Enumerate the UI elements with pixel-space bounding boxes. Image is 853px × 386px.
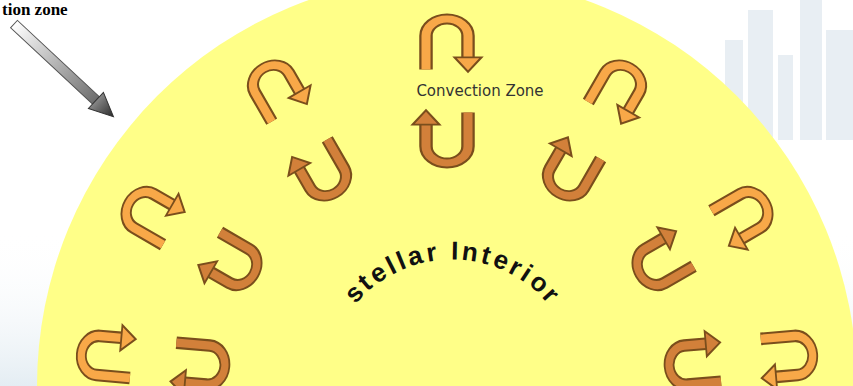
building	[800, 0, 822, 140]
callout-label: tion zone	[2, 0, 68, 20]
stellar-interior: stellar Interior	[247, 181, 657, 386]
region-label: Convection Zone	[416, 82, 543, 100]
city-skyline	[725, 0, 853, 140]
label-glyph	[439, 236, 448, 267]
water-haze	[0, 230, 853, 386]
arrow-shaft	[11, 20, 100, 104]
arrow-head	[88, 92, 121, 124]
stellar-interior-shape	[247, 181, 657, 386]
pointer-arrow	[6, 16, 120, 125]
stellar-interior-fill	[247, 181, 657, 386]
label-glyph: r	[424, 237, 439, 269]
label-glyph: I	[451, 235, 459, 266]
convection-cell	[624, 175, 781, 303]
convection-zone: stellar Interior Convection Zone	[37, 10, 853, 386]
building	[748, 10, 773, 140]
building	[826, 30, 853, 140]
convection-cell	[79, 322, 228, 386]
convection-cell	[666, 322, 815, 386]
building	[725, 40, 743, 140]
convection-cell	[113, 175, 270, 303]
convection-zone-shape	[37, 10, 853, 386]
convection-cell	[236, 52, 364, 209]
building	[778, 55, 793, 140]
convection-cell	[531, 52, 659, 209]
region-label: stellar Interior	[247, 181, 421, 212]
label-glyph: n	[460, 236, 480, 269]
convection-zone-fill	[37, 0, 853, 386]
